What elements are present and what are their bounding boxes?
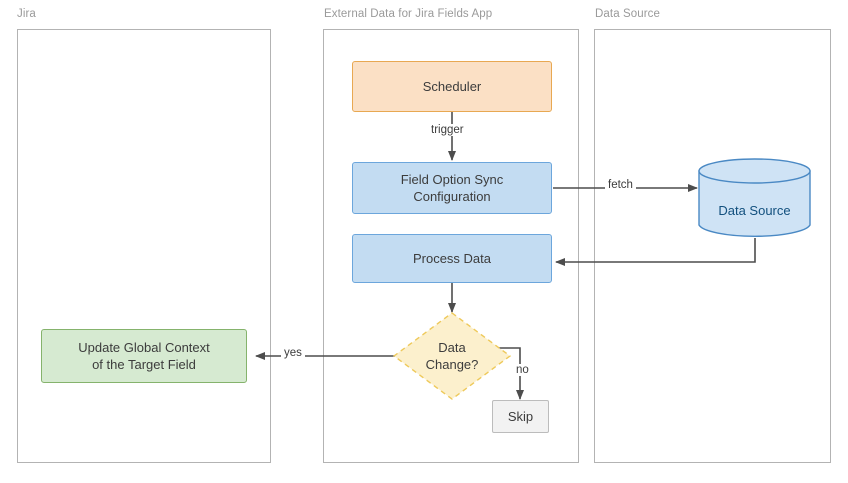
node-field-option-sync-configuration[interactable]: Field Option Sync Configuration xyxy=(352,162,552,214)
node-data-change-decision[interactable]: Data Change? xyxy=(392,311,512,401)
node-update-context-line1: Update Global Context xyxy=(78,340,210,355)
node-scheduler-label: Scheduler xyxy=(422,79,482,94)
node-update-context-label: Update Global Context of the Target Fiel… xyxy=(78,339,210,373)
diamond-shape xyxy=(392,312,512,400)
node-sync-config-line2: Configuration xyxy=(413,189,491,204)
node-sync-config-line1: Field Option Sync xyxy=(400,172,504,187)
edge-label-fetch: fetch xyxy=(605,179,636,191)
node-process-data-label: Process Data xyxy=(412,251,492,266)
node-scheduler[interactable]: Scheduler xyxy=(352,61,552,112)
edge-label-no: no xyxy=(513,364,532,376)
node-process-data[interactable]: Process Data xyxy=(352,234,552,283)
edge-label-yes: yes xyxy=(281,347,305,359)
swimlane-title-jira: Jira xyxy=(17,8,36,20)
cylinder-shape xyxy=(698,158,811,237)
swimlane-title-data-source: Data Source xyxy=(595,8,661,20)
swimlane-box-data-source xyxy=(594,29,831,463)
node-update-global-context[interactable]: Update Global Context of the Target Fiel… xyxy=(41,329,247,383)
node-data-source-cylinder[interactable]: Data Source xyxy=(698,158,811,238)
edge-label-trigger: trigger xyxy=(428,124,467,136)
swimlane-title-app: External Data for Jira Fields App xyxy=(324,8,493,20)
node-skip[interactable]: Skip xyxy=(492,400,549,433)
swimlane-box-jira xyxy=(17,29,271,463)
node-skip-label: Skip xyxy=(507,409,534,424)
node-update-context-line2: of the Target Field xyxy=(92,357,196,372)
node-sync-config-label: Field Option Sync Configuration xyxy=(401,171,504,205)
